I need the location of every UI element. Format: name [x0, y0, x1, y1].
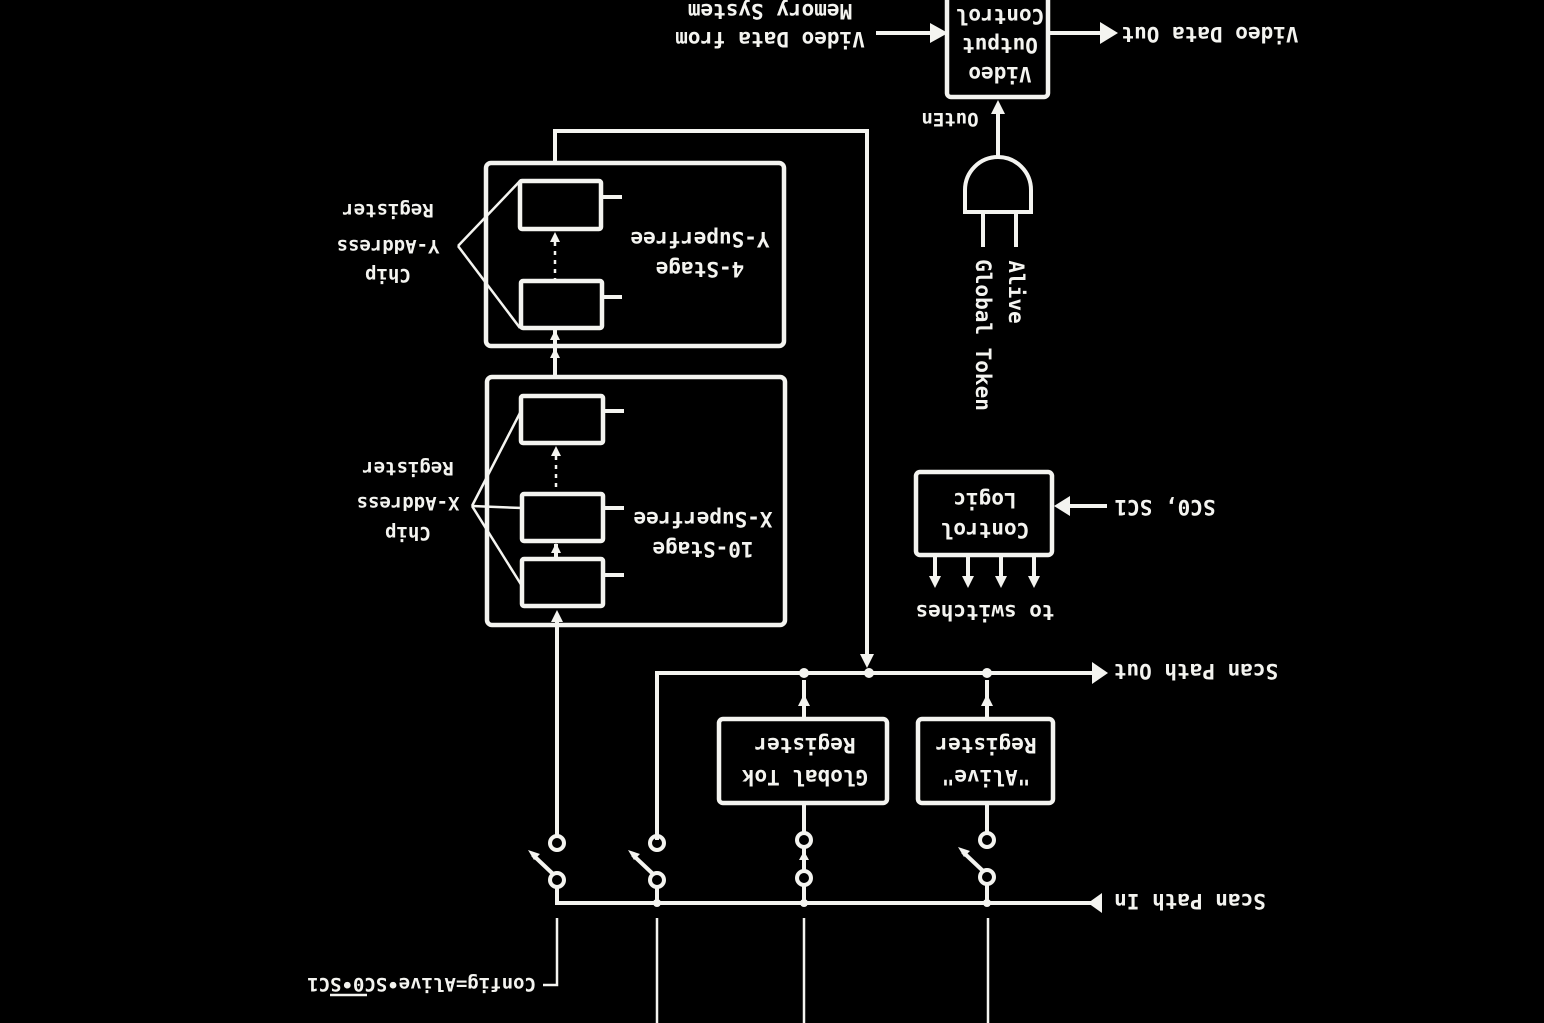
- y-superfree-block: [457, 160, 787, 349]
- arrow-left-icon: [1054, 496, 1070, 516]
- arrow-down-icon: [860, 654, 874, 668]
- switch-global-tok: [795, 831, 813, 887]
- scan-path-in-label: Scan Path In: [1114, 889, 1266, 913]
- arrow-right-icon: [930, 23, 948, 43]
- config-equation-prefix: Config=Alive•: [387, 973, 536, 995]
- x-register-stage-middle: [519, 491, 606, 544]
- scan-path-in-bus: [555, 882, 1102, 913]
- alive-register-line-2: Register: [935, 733, 1036, 757]
- y-register-label-line-2: Y-Address: [337, 235, 440, 257]
- x-register-label-line-2: X-Address: [357, 492, 460, 514]
- x-superfree-block: [470, 346, 788, 628]
- config-equation-suffix: •SC1: [307, 973, 353, 995]
- out-enable-signal: [991, 100, 1005, 157]
- alive-input-label: Alive: [1004, 260, 1028, 323]
- sc-inputs-label: SC0, SC1: [1114, 495, 1215, 519]
- x-register-label-line-1: Chip: [385, 522, 431, 544]
- y-superfree-line-1: 4-Stage: [656, 257, 745, 281]
- switch-alive: [958, 831, 996, 886]
- global-tok-register-line-1: Global Tok: [741, 765, 868, 789]
- y-register-stage-top: [517, 178, 604, 232]
- switch-x-chain: [528, 834, 566, 889]
- y-register-label-line-1: Chip: [365, 264, 411, 286]
- video-data-from-label: Video Data from: [675, 27, 865, 51]
- out-enable-label: OutEn: [921, 108, 978, 130]
- memory-system-label: Memory System: [688, 0, 852, 23]
- config-equation-negated-term: SC0: [353, 973, 387, 995]
- video-data-in-arrow: [876, 23, 948, 43]
- video-data-out-label: Video Data Out: [1121, 22, 1298, 46]
- alive-register-line-1: "Alive": [942, 765, 1031, 789]
- x-chain-input-line: [551, 610, 563, 837]
- svg-text:Config=Alive•SC0•SC1: Config=Alive•SC0•SC1: [307, 973, 536, 995]
- y-register-stage-bottom: [518, 278, 605, 331]
- global-token-input-label: Global Token: [971, 259, 995, 411]
- and-gate: [963, 155, 1033, 247]
- arrow-right-icon: [1092, 662, 1108, 684]
- control-logic-line-2: Logic: [953, 488, 1016, 512]
- y-superfree-line-2: Y-Superfree: [630, 227, 769, 251]
- arrow-up-icon: [991, 100, 1005, 114]
- global-tok-register: [716, 680, 890, 834]
- video-output-control-block: Video Output Control: [944, 0, 1051, 100]
- control-logic-line-1: Control: [941, 518, 1030, 542]
- to-switches-arrows: [929, 554, 1040, 588]
- alive-register: [915, 680, 1056, 834]
- video-output-control-line-3: Control: [956, 4, 1045, 28]
- switch-scan-bypass: [628, 834, 666, 889]
- control-logic-block: [913, 469, 1107, 588]
- x-register-label-line-3: Register: [362, 457, 454, 479]
- scan-path-out-bus: [655, 662, 1108, 840]
- scan-path-out-label: Scan Path Out: [1114, 659, 1278, 683]
- x-superfree-line-1: 10-Stage: [652, 537, 753, 561]
- to-switches-label: to switches: [915, 600, 1054, 624]
- superfree-output-route: [553, 129, 874, 668]
- arrow-right-icon: [1100, 22, 1118, 44]
- config-equation: Config=Alive•SC0•SC1: [307, 973, 536, 997]
- x-superfree-line-2: X-Superfree: [633, 507, 772, 531]
- y-register-label-line-3: Register: [342, 199, 434, 221]
- arrow-left-icon: [1088, 893, 1102, 913]
- video-output-control-line-1: Video: [968, 62, 1031, 86]
- x-register-stage-top: [518, 393, 606, 446]
- video-data-out-arrow: [1047, 22, 1118, 44]
- global-tok-register-line-2: Register: [754, 733, 855, 757]
- switch-control-lines: [543, 918, 990, 1023]
- video-output-control-line-2: Output: [962, 33, 1038, 57]
- x-register-stage-bottom: [519, 556, 606, 609]
